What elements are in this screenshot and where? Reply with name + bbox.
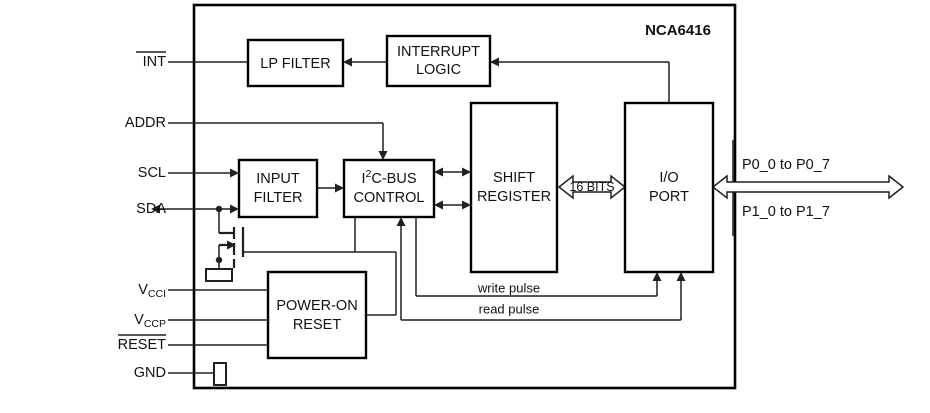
block-input-filter-label-1: INPUT	[256, 171, 300, 187]
block-i2c-bus-control-label-1: I2C-BUS	[362, 168, 417, 187]
arrowhead-i2c-upper-in	[434, 167, 443, 177]
block-i2c-bus-control[interactable]	[342, 158, 436, 219]
pin-label-vccp: VCCP	[134, 312, 166, 330]
arrowhead-i2c-in	[335, 183, 344, 193]
block-interrupt-logic-label-1: INTERRUPT	[397, 44, 480, 60]
arrowhead-i2c-lower-in	[434, 200, 443, 210]
pin-label-reset: RESET	[118, 337, 166, 353]
internal-bus-label: 16 BITS	[569, 180, 614, 194]
vccp-subscript: CCP	[144, 318, 166, 330]
block-shift-register-label-2: REGISTER	[477, 189, 551, 205]
arrowhead-ioport-read	[676, 272, 686, 281]
write-pulse-label: write pulse	[477, 280, 540, 295]
block-input-filter-label-2: FILTER	[254, 190, 303, 206]
i2c-label-superscript-2: 2	[366, 168, 372, 180]
arrowhead-i2c-addr-in	[378, 151, 388, 160]
port1-label: P1_0 to P1_7	[742, 204, 830, 220]
block-io-port[interactable]	[623, 101, 715, 274]
external-port-bus-arrow	[711, 174, 905, 200]
pin-label-addr: ADDR	[125, 115, 166, 131]
arrowhead-lpfilter-in	[343, 57, 352, 67]
arrowhead-sda-out	[151, 204, 160, 214]
arrowhead-inputfilter-sda	[230, 204, 239, 214]
chip-boundary	[192, 3, 737, 390]
arrowhead-inputfilter-scl	[230, 168, 239, 178]
gnd-bond-pad	[213, 362, 227, 386]
block-io-port-label-1: I/O	[659, 170, 678, 186]
block-lp-filter-label: LP FILTER	[260, 56, 330, 72]
vccp-v: V	[134, 312, 144, 328]
arrowhead-interrupt-in	[490, 57, 499, 67]
fet-gate-arrowhead	[227, 240, 236, 250]
vcci-subscript: CCI	[148, 288, 166, 300]
arrowhead-shift-upper-in	[462, 167, 471, 177]
block-input-filter[interactable]	[237, 158, 319, 219]
read-pulse-label: read pulse	[479, 301, 540, 316]
arrowhead-shift-lower-in	[462, 200, 471, 210]
junction-fet-source	[215, 256, 223, 264]
block-power-on-reset-label-1: POWER-ON	[276, 298, 357, 314]
pin-label-scl: SCL	[138, 165, 166, 181]
block-shift-register-label-1: SHIFT	[493, 170, 535, 186]
block-power-on-reset[interactable]	[266, 270, 368, 360]
vcci-v: V	[138, 282, 148, 298]
pin-label-int: INT	[143, 54, 167, 70]
i2c-label-i: I	[362, 171, 366, 187]
pin-label-vcci: VCCI	[138, 282, 166, 300]
block-lp-filter[interactable]	[246, 38, 345, 88]
block-i2c-bus-control-label-2: CONTROL	[354, 190, 425, 206]
arrowhead-ioport-write	[652, 272, 662, 281]
arrowhead-i2c-read	[396, 217, 406, 226]
block-interrupt-logic-label-2: LOGIC	[416, 62, 461, 78]
block-power-on-reset-label-2: RESET	[293, 317, 341, 333]
block-shift-register[interactable]	[469, 101, 559, 274]
chip-title: NCA6416	[645, 22, 711, 39]
fet-ground-pad	[205, 268, 233, 282]
port0-label: P0_0 to P0_7	[742, 157, 830, 173]
pin-label-gnd: GND	[134, 365, 166, 381]
block-io-port-label-2: PORT	[649, 189, 689, 205]
block-interrupt-logic[interactable]	[385, 34, 492, 88]
pin-label-sda: SDA	[136, 201, 166, 217]
i2c-label-cbus: C-BUS	[371, 171, 416, 187]
